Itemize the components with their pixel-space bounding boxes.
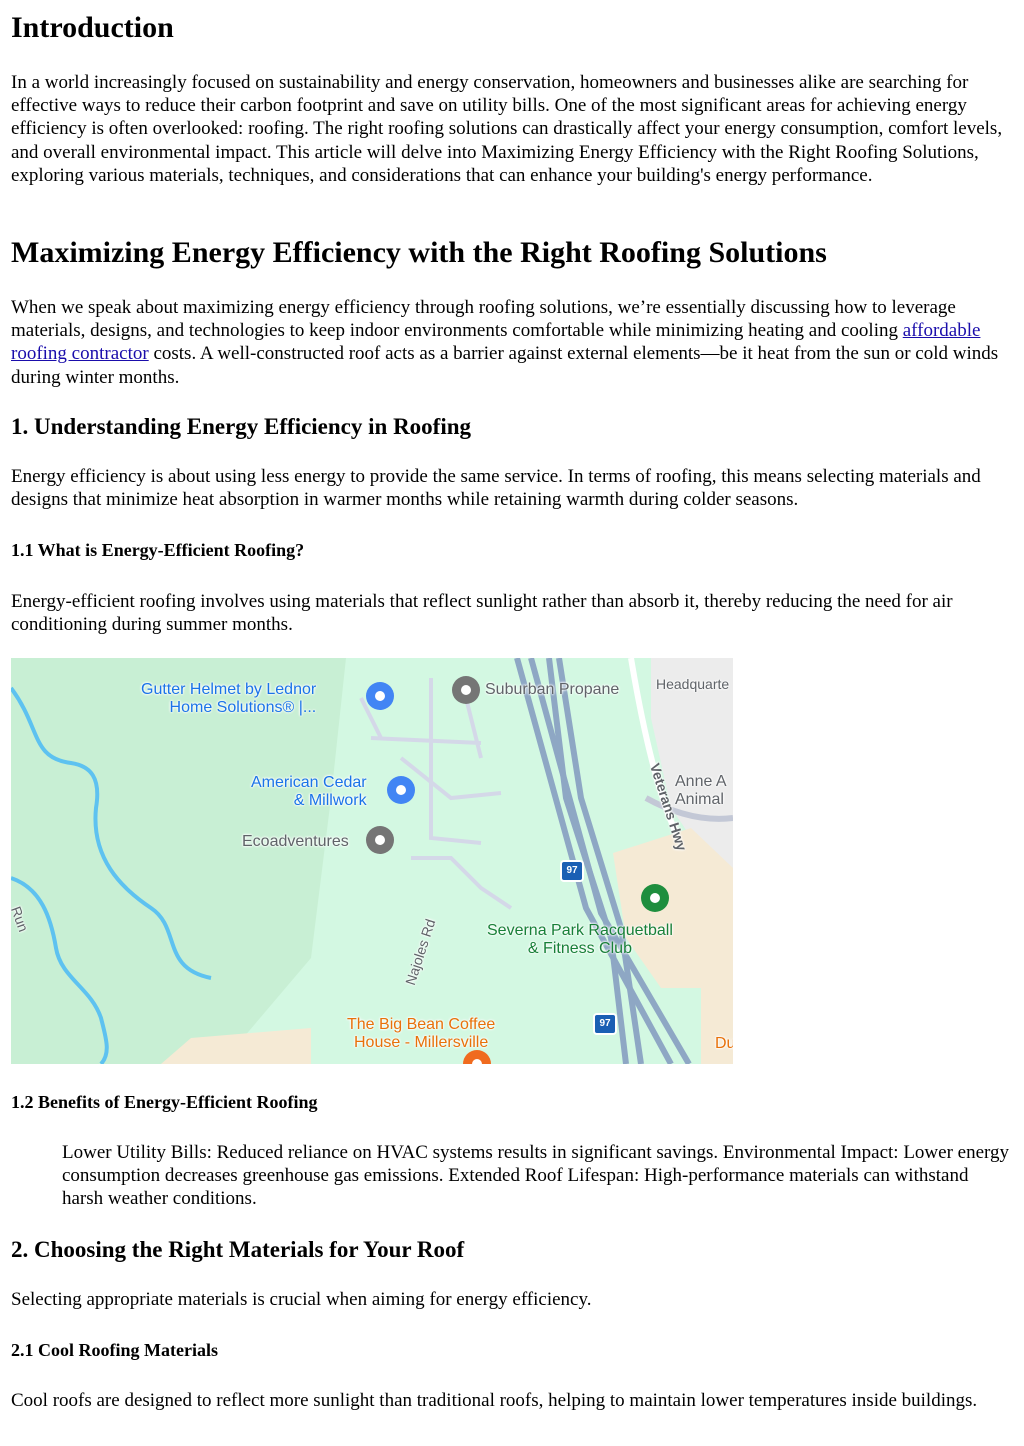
fitness-pin-icon[interactable] [641, 884, 669, 912]
anne-animal-name-line-2: Animal [675, 791, 724, 808]
main-paragraph: When we speak about maximizing energy ef… [11, 296, 1019, 389]
section-1-1-paragraph: Energy-efficient roofing involves using … [11, 591, 953, 636]
urban-area-southwest [161, 1028, 311, 1064]
interstate-97-lane-d [556, 658, 644, 1064]
section-2-heading: 2. Choosing the Right Materials for Your… [11, 1237, 465, 1262]
american-cedar-name-line-2: & Millwork [293, 792, 367, 809]
anne-animal-name-line-1: Anne A [675, 773, 727, 790]
interstate-shield-icon: 97 [560, 860, 584, 882]
main-paragraph-text-start: When we speak about maximizing energy ef… [11, 297, 956, 342]
section-1-paragraph: Energy efficiency is about using less en… [11, 466, 981, 511]
section-2-1-heading: 2.1 Cool Roofing Materials [11, 1340, 218, 1360]
severna-park-label[interactable]: Severna Park Racquetball& Fitness Club [487, 922, 673, 958]
shopping-bag-icon[interactable] [366, 682, 394, 710]
woods-area [11, 658, 346, 1064]
local-roads [359, 678, 513, 910]
intro-heading: Introduction [11, 11, 174, 44]
du-label: Du [715, 1035, 733, 1052]
graduation-cap-icon[interactable] [366, 826, 394, 854]
shopping-bag-icon[interactable] [387, 776, 415, 804]
interstate-97-lane-c [546, 658, 629, 1064]
american-cedar-label[interactable]: American Cedar& Millwork [251, 774, 367, 810]
big-bean-coffee-name-line-2: House - Millersville [354, 1034, 489, 1051]
headquarters-label: Headquarte [656, 676, 730, 692]
section-2-paragraph: Selecting appropriate materials is cruci… [11, 1289, 592, 1310]
suburban-propane-label[interactable]: Suburban Propane [485, 681, 620, 698]
stream-north [11, 686, 212, 980]
big-bean-coffee-name-line-1: The Big Bean Coffee [347, 1016, 496, 1033]
map-canvas [11, 658, 733, 1064]
veterans-hwy-ramp [644, 795, 733, 822]
main-paragraph-text-end: costs. A well-constructed roof acts as a… [11, 343, 999, 388]
gutter-helmet-name-line-1: Gutter Helmet by Lednor [141, 681, 317, 698]
interstate-shield-icon: 97 [593, 1013, 617, 1035]
location-pin-icon[interactable] [452, 676, 480, 704]
section-1-1-heading: 1.1 What is Energy-Efficient Roofing? [11, 540, 305, 560]
section-1-heading: 1. Understanding Energy Efficiency in Ro… [11, 414, 472, 439]
american-cedar-name-line-1: American Cedar [251, 774, 367, 791]
gutter-helmet-name-line-2: Home Solutions® |... [169, 699, 317, 716]
veterans-hwy [628, 658, 679, 835]
developed-area [651, 658, 733, 898]
severna-park-name-line-1: Severna Park Racquetball [487, 922, 673, 939]
urban-area-southeast [701, 978, 733, 1064]
ecoadventures-label[interactable]: Ecoadventures [242, 833, 349, 850]
section-1-2-heading: 1.2 Benefits of Energy-Efficient Roofing [11, 1092, 318, 1112]
main-heading: Maximizing Energy Efficiency with the Ri… [11, 236, 827, 269]
section-2-1-paragraph: Cool roofs are designed to reflect more … [11, 1390, 978, 1411]
interstate-97-lane-a [514, 658, 674, 1064]
affordable-roofing-contractor-link[interactable]: affordable roofing contractor [11, 320, 981, 365]
intro-paragraph: In a world increasingly focused on susta… [11, 72, 1003, 186]
severna-park-name-line-2: & Fitness Club [527, 940, 632, 957]
stream-south [11, 876, 109, 1064]
commercial-area [613, 828, 733, 988]
restaurant-pin-icon[interactable] [463, 1050, 491, 1064]
section-1-2-paragraph: Lower Utility Bills: Reduced reliance on… [62, 1142, 1010, 1210]
